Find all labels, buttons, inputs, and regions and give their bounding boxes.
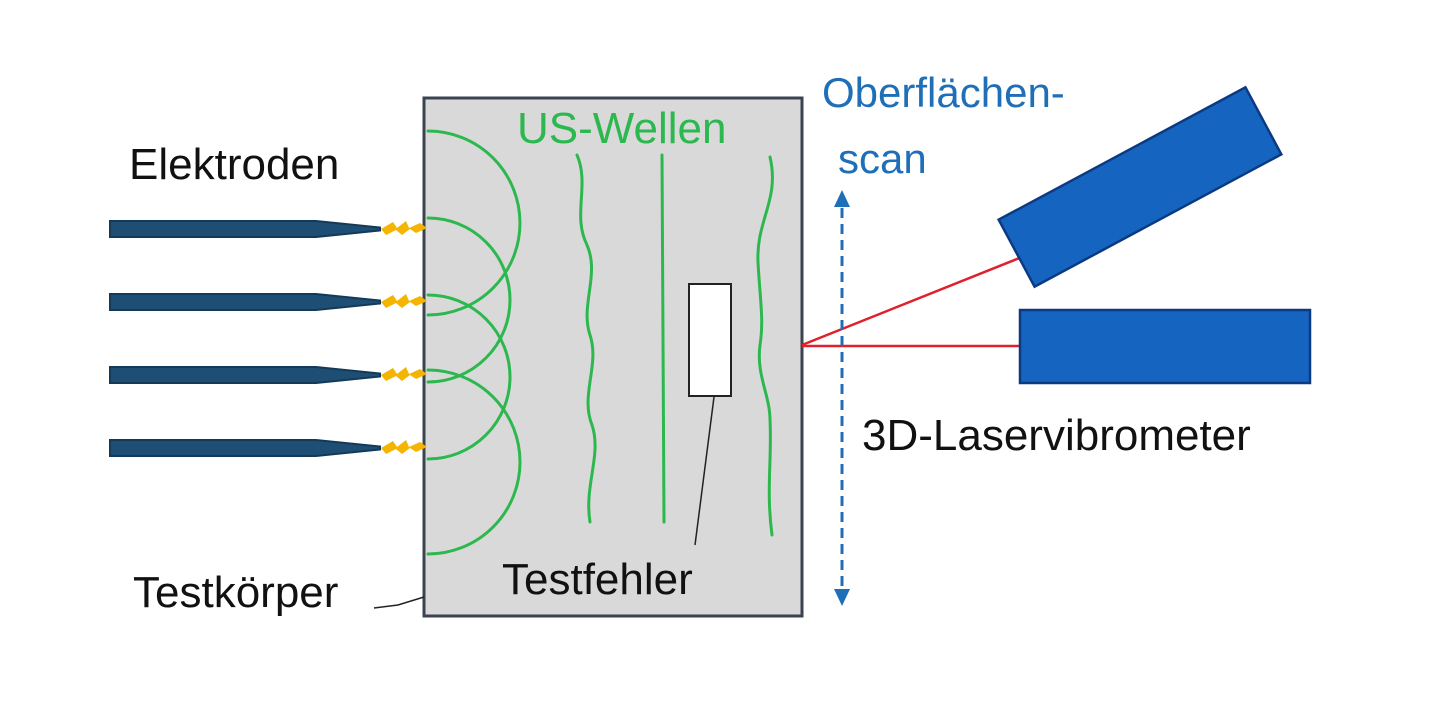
test-body-leader-line [373,596,425,609]
electrode-1 [109,220,427,238]
electrode-4 [109,439,427,457]
wavefront-arc-2 [426,216,512,384]
wavefront-arc-3 [426,293,512,461]
electrodes-label: Elektroden [129,140,340,189]
electrode-3 [109,366,427,384]
spark-icon-3 [381,367,427,381]
test-body-label: Testkörper [133,568,339,617]
test-defect-label: Testfehler [502,555,693,604]
laser-beam-angled [801,255,1023,347]
laser-vibrometer-angled [996,85,1284,289]
arrow-down-icon [834,589,850,606]
electrode-2 [109,293,427,311]
test-defect-shape [688,283,732,397]
laser-vibrometer-label: 3D-Laservibrometer [862,411,1251,460]
wavefront-wavy-1 [575,153,597,524]
surface-scan-label-line1: Oberflächen- [822,69,1065,116]
wavefront-wavy-2 [756,155,774,537]
spark-icon-1 [381,221,427,235]
us-wave-group [426,129,774,556]
arrow-up-icon [834,190,850,207]
surface-scan-arrow [834,190,850,606]
laser-vibrometer-horizontal [1018,308,1312,385]
spark-icon-4 [381,440,427,454]
spark-icon-2 [381,294,427,308]
surface-scan-label-line2: scan [838,135,927,182]
wavefront-arc-4 [426,368,522,556]
us-waves-label: US-Wellen [517,104,727,153]
defect-leader-line [694,396,715,546]
wavefront-straight [660,153,666,524]
electrode-group [109,220,427,457]
